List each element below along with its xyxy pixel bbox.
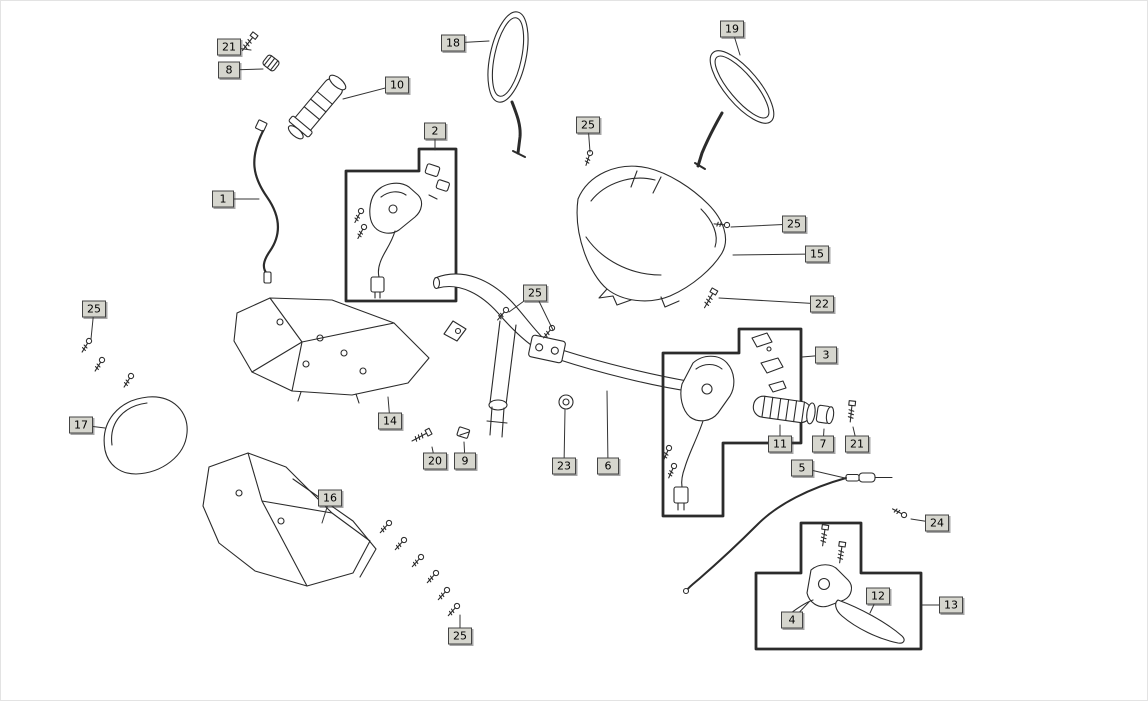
front-cover-drawing: [233, 297, 430, 404]
brake-cable-drawing: [682, 472, 893, 595]
left-mirror-drawing: [487, 11, 529, 158]
group-box-2: [344, 147, 458, 303]
group-box-3: [661, 327, 803, 518]
handlebar-nut-drawing: [558, 394, 574, 410]
brake-lever-assembly-drawing: [790, 524, 905, 644]
screw-24-drawing: [890, 506, 909, 520]
grip-end-cap-drawing: [815, 404, 835, 425]
group-box-13: [754, 521, 923, 651]
windshield-drawing: [79, 336, 188, 475]
right-mirror-drawing: [694, 50, 775, 170]
right-switch-assembly-drawing: [660, 355, 735, 511]
bolt-20-drawing: [409, 427, 433, 445]
throttle-cable-drawing: [253, 119, 279, 284]
left-switch-assembly-drawing: [352, 163, 450, 299]
nut-9-drawing: [456, 426, 471, 439]
grip-bolt-drawing: [846, 400, 857, 423]
under-cover-drawing: [202, 452, 462, 618]
left-grip-drawing: [752, 395, 816, 425]
throttle-grip-assembly-drawing: [239, 31, 347, 140]
handlebar-cover-drawing: [576, 149, 731, 310]
handlebar-clamp-parts-drawing: [751, 332, 787, 393]
